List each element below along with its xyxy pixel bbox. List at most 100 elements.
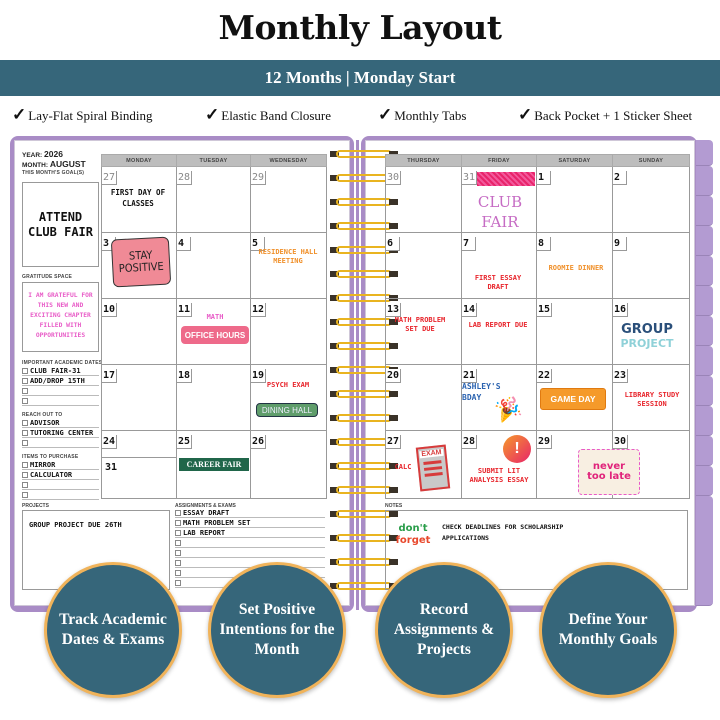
event-ashley-bday: ASHLEY'S BDAY xyxy=(462,382,501,402)
academic-dates-list: CLUB FAIR-31 ADD/DROP 15TH xyxy=(22,366,99,406)
checklist-item[interactable] xyxy=(22,396,99,406)
spiral-ring-icon xyxy=(330,532,398,544)
month-tab[interactable] xyxy=(696,496,713,606)
day-cell[interactable]: 2 xyxy=(612,166,690,233)
event-psych-exam: PSYCH EXAM xyxy=(266,381,310,389)
day-cell[interactable]: 20 xyxy=(385,364,462,431)
day-header: FRIDAY xyxy=(461,154,537,167)
day-cell[interactable]: 12 xyxy=(250,298,327,365)
day-cell[interactable]: 23 xyxy=(612,364,690,431)
spiral-ring-icon xyxy=(330,556,398,568)
goal-box[interactable]: ATTEND CLUB FAIR xyxy=(22,182,99,267)
day-cell[interactable]: 4 xyxy=(176,232,251,299)
feature-item: ✓Back Pocket + 1 Sticker Sheet xyxy=(518,105,692,125)
event-submit-lit: SUBMIT LIT ANALYSIS ESSAY xyxy=(469,467,529,484)
day-cell[interactable]: 24 31 xyxy=(101,430,177,499)
day-cell[interactable]: 28 xyxy=(176,166,251,233)
month-tab[interactable] xyxy=(696,376,713,406)
feature-item: ✓Monthly Tabs xyxy=(378,105,466,125)
checkmark-icon: ✓ xyxy=(205,105,220,124)
checklist-item[interactable] xyxy=(175,548,325,558)
game-day-sticker: GAME DAY xyxy=(540,388,606,410)
career-fair-sticker: CAREER FAIR xyxy=(179,458,249,471)
day-cell[interactable]: 26 xyxy=(250,430,327,499)
day-cell[interactable]: 14 xyxy=(461,298,537,365)
checklist-item[interactable] xyxy=(175,538,325,548)
day-cell[interactable]: 21 xyxy=(461,364,537,431)
day-cell[interactable]: 29 xyxy=(250,166,327,233)
checklist-item[interactable] xyxy=(22,438,99,448)
purchase-list: MIRROR CALCULATOR xyxy=(22,460,99,500)
office-hours-sticker: OFFICE HOURS xyxy=(181,326,249,344)
spine xyxy=(356,140,359,610)
checklist-item[interactable]: LAB REPORT xyxy=(175,528,325,538)
academic-dates-label: IMPORTANT ACADEMIC DATES xyxy=(22,360,103,366)
day-cell[interactable]: 6 xyxy=(385,232,462,299)
day-cell[interactable]: 9 xyxy=(612,232,690,299)
month-field: MONTH: AUGUST xyxy=(22,159,86,170)
checklist-item[interactable]: ADVISOR xyxy=(22,418,99,428)
day-cell[interactable]: 13 xyxy=(385,298,462,365)
event-first-essay: FIRST ESSAY DRAFT xyxy=(474,274,522,291)
day-cell[interactable]: 18 xyxy=(176,364,251,431)
day-cell[interactable]: 19 xyxy=(250,364,327,431)
assignments-label: ASSIGNMENTS & EXAMS xyxy=(175,503,236,509)
checklist-item[interactable]: TUTORING CENTER xyxy=(22,428,99,438)
dining-hall-sticker: DINING HALL xyxy=(256,403,318,417)
month-tab[interactable] xyxy=(696,466,713,496)
month-tab[interactable] xyxy=(696,256,713,286)
month-tab[interactable] xyxy=(696,140,713,166)
checklist-item[interactable]: ESSAY DRAFT xyxy=(175,508,325,518)
month-tab[interactable] xyxy=(696,346,713,376)
feature-list: ✓Lay-Flat Spiral Binding ✓Elastic Band C… xyxy=(0,100,720,128)
day-header: THURSDAY xyxy=(385,154,462,167)
day-header: WEDNESDAY xyxy=(250,154,327,167)
month-tab[interactable] xyxy=(696,226,713,256)
washi-tape-sticker xyxy=(477,172,535,186)
month-value: AUGUST xyxy=(49,159,86,169)
exclamation-icon: ! xyxy=(503,435,531,463)
day-number-31: 31 xyxy=(105,462,118,473)
feature-label: Monthly Tabs xyxy=(394,108,467,123)
day-cell[interactable]: 16 xyxy=(612,298,690,365)
month-tab[interactable] xyxy=(696,316,713,346)
day-cell[interactable]: 17 xyxy=(101,364,177,431)
event-residence-hall: RESIDENCE HALL MEETING xyxy=(258,248,318,265)
day-header: SATURDAY xyxy=(536,154,613,167)
checklist-item[interactable]: MIRROR xyxy=(22,460,99,470)
goal-text: ATTEND CLUB FAIR xyxy=(27,209,94,239)
checklist-item[interactable]: CALCULATOR xyxy=(22,470,99,480)
checklist-item[interactable]: ADD/DROP 15TH xyxy=(22,376,99,386)
checklist-item[interactable] xyxy=(22,480,99,490)
sidebar-header: YEAR: 2026 MONTH: AUGUST THIS MONTH'S GO… xyxy=(22,150,100,177)
goals-label: THIS MONTH'S GOAL(S) xyxy=(22,170,85,176)
month-tab[interactable] xyxy=(696,196,713,226)
checklist-item[interactable]: MATH PROBLEM SET xyxy=(175,518,325,528)
day-cell[interactable]: 1 xyxy=(536,166,613,233)
notes-text: CHECK DEADLINES FOR SCHOLARSHIP APPLICAT… xyxy=(442,523,564,542)
notes-box[interactable] xyxy=(385,510,688,590)
projects-text: GROUP PROJECT DUE 26TH xyxy=(29,521,122,529)
month-tab[interactable] xyxy=(696,286,713,316)
checklist-item[interactable] xyxy=(22,490,99,500)
month-tab[interactable] xyxy=(696,406,713,436)
month-tab[interactable] xyxy=(696,166,713,196)
checklist-item[interactable]: CLUB FAIR-31 xyxy=(22,366,99,376)
reach-out-list: ADVISOR TUTORING CENTER xyxy=(22,418,99,448)
day-cell[interactable]: 7 xyxy=(461,232,537,299)
day-cell[interactable]: 8 xyxy=(536,232,613,299)
checklist-item[interactable] xyxy=(22,386,99,396)
day-cell[interactable]: 15 xyxy=(536,298,613,365)
gratitude-box[interactable]: I AM GRATEFUL FOR THIS NEW AND EXCITING … xyxy=(22,282,99,352)
month-tab[interactable] xyxy=(696,436,713,466)
day-cell[interactable]: 30 xyxy=(385,166,462,233)
day-cell[interactable]: 5 xyxy=(250,232,327,299)
event-library-study: LIBRARY STUDY SESSION xyxy=(624,391,680,408)
purchase-label: ITEMS TO PURCHASE xyxy=(22,454,79,460)
event-math: MATH xyxy=(206,313,224,321)
day-header: TUESDAY xyxy=(176,154,251,167)
day-cell[interactable]: 10 xyxy=(101,298,177,365)
monthly-tabs xyxy=(696,140,713,610)
